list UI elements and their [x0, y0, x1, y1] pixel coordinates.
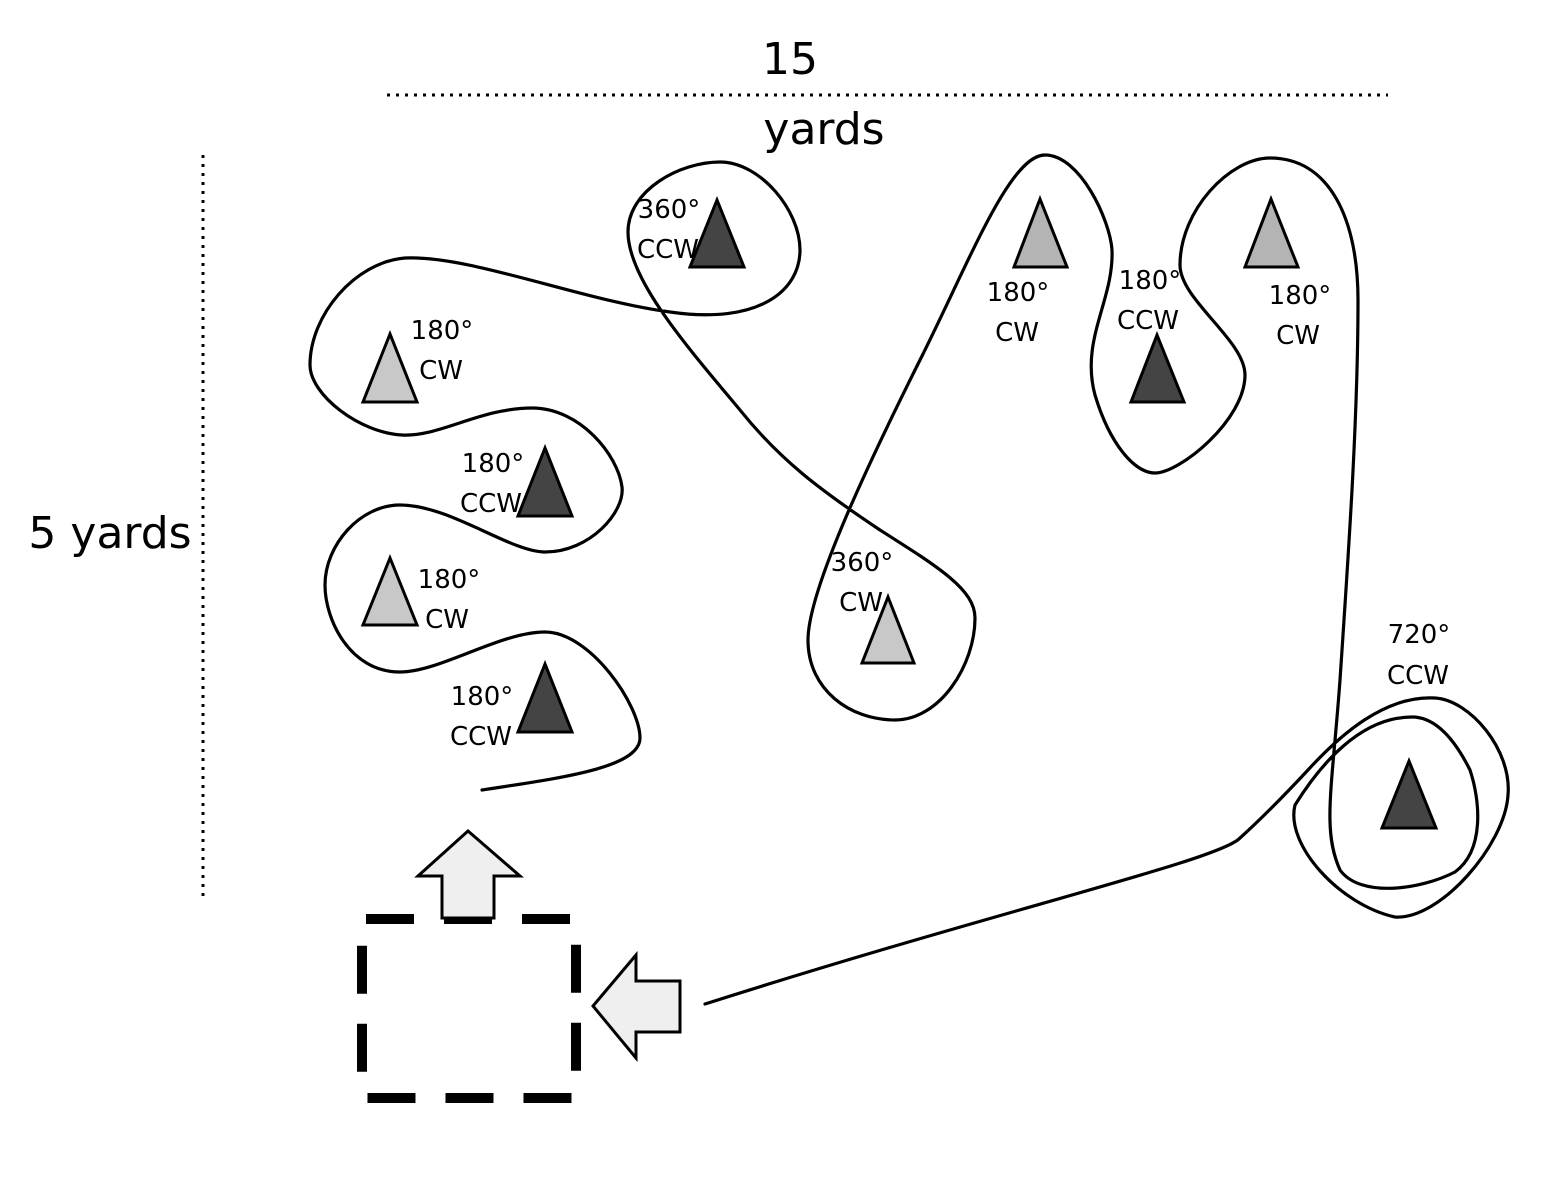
cone-1-dark	[515, 659, 575, 734]
cone-2-light	[360, 553, 420, 627]
cone-9-medium	[1242, 194, 1301, 269]
cone-7-rotation: 180°	[987, 278, 1050, 308]
cone-5-dark	[687, 195, 747, 269]
cone-4-rotation: 180°	[411, 316, 474, 346]
cone-10-rotation: 720°	[1388, 620, 1451, 650]
exit-arrow-up-icon	[414, 828, 525, 920]
cone-1-direction: CCW	[450, 722, 512, 752]
cone-9-rotation: 180°	[1269, 281, 1332, 311]
cone-5-rotation: 360°	[638, 195, 701, 225]
cone-6-rotation: 360°	[831, 548, 894, 578]
drill-path	[308, 153, 1510, 1006]
cone-1-rotation: 180°	[451, 682, 514, 712]
cone-10-dark	[1379, 756, 1439, 830]
width-value-label: 15	[762, 34, 818, 85]
entry-arrow-left-icon	[591, 950, 682, 1063]
cone-10-direction: CCW	[1387, 661, 1449, 691]
height-label: 5 yards	[28, 508, 191, 559]
cone-3-dark	[515, 443, 575, 518]
start-finish-box	[357, 914, 581, 1103]
cone-6-light	[859, 592, 917, 665]
cone-7-medium	[1011, 194, 1070, 269]
cone-4-light	[360, 329, 420, 404]
width-unit-label: yards	[763, 104, 884, 155]
cone-9-direction: CW	[1276, 321, 1320, 351]
cone-2-rotation: 180°	[418, 565, 481, 595]
cone-6-direction: CW	[839, 588, 883, 618]
cone-8-direction: CCW	[1117, 306, 1179, 336]
cone-8-rotation: 180°	[1119, 266, 1182, 296]
cone-3-rotation: 180°	[462, 449, 525, 479]
cone-4-direction: CW	[419, 356, 463, 386]
cone-5-direction: CCW	[637, 235, 699, 265]
cone-2-direction: CW	[425, 605, 469, 635]
cone-7-direction: CW	[995, 318, 1039, 348]
cone-8-dark	[1128, 330, 1187, 404]
cone-3-direction: CCW	[460, 489, 522, 519]
